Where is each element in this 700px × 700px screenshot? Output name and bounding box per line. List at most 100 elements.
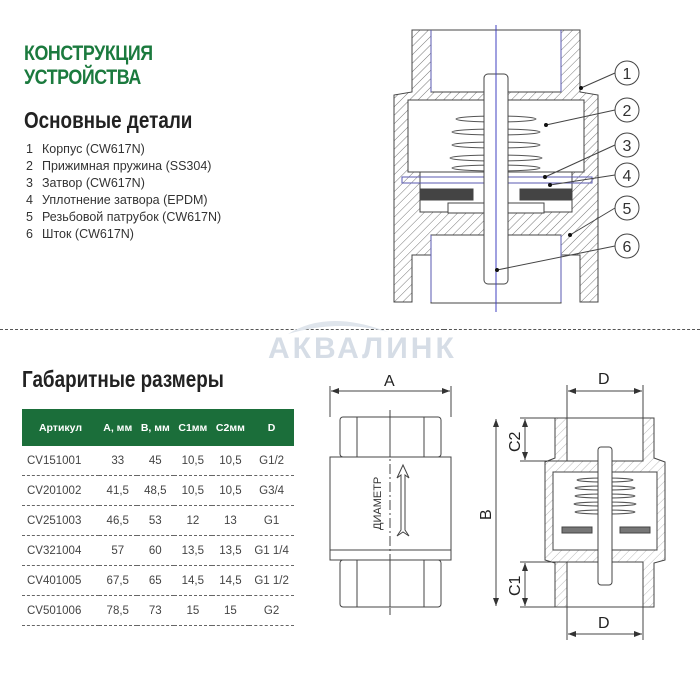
table-cell: CV251003 (22, 505, 99, 536)
part-number: 6 (26, 227, 33, 241)
dim-label-d-top: D (598, 371, 610, 388)
table-cell: G1 1/2 (249, 565, 294, 596)
callouts: 1 2 3 4 56 (495, 60, 640, 272)
divider (0, 329, 444, 330)
part-item: 6 Шток (CW617N) (26, 226, 221, 243)
table-cell: 14,5 (174, 565, 212, 596)
table-cell: 10,5 (211, 446, 250, 476)
table-cell: 57 (98, 535, 137, 566)
column-header: C1мм (174, 409, 212, 446)
leader-line (496, 245, 616, 271)
table-cell: G2 (249, 595, 294, 626)
part-label: Корпус (CW617N) (42, 142, 145, 156)
callout-circle (614, 132, 640, 158)
table-cell: 73 (136, 595, 175, 626)
side-section-view (493, 385, 666, 640)
table-cell: 12 (174, 505, 212, 536)
part-item: 1 Корпус (CW617N) (26, 141, 221, 158)
callout-2: 2 (544, 97, 640, 127)
callout-circle (614, 162, 640, 188)
table-cell: 13 (211, 505, 250, 536)
part-item: 5 Резьбовой патрубок (CW617N) (26, 209, 221, 226)
dim-label-c2: C2 (507, 431, 524, 452)
leader-line (569, 207, 616, 236)
part-item: 3 Затвор (CW617N) (26, 175, 221, 192)
callout-number: 1 (623, 66, 632, 83)
leader-dot (543, 175, 547, 179)
dim-label-a: A (384, 373, 395, 390)
column-header: B, мм (136, 409, 175, 446)
table-cell: 14,5 (211, 565, 250, 596)
table-cell: 67,5 (98, 565, 137, 596)
table-cell: CV501006 (22, 595, 99, 626)
part-label: Прижимная пружина (SS304) (42, 159, 212, 173)
parts-list: 1 Корпус (CW617N) 2 Прижимная пружина (SS30… (26, 141, 221, 243)
table-cell: CV201002 (22, 475, 99, 506)
table-cell: CV401005 (22, 565, 99, 596)
watermark-logo: АКВАЛИНК (268, 320, 457, 364)
part-label: Уплотнение затвора (EPDM) (42, 193, 208, 207)
section-title: КОНСТРУКЦИЯ УСТРОЙСТВА (24, 42, 153, 90)
table-cell: 10,5 (211, 475, 250, 506)
part-number: 3 (26, 176, 33, 190)
part-item: 2 Прижимная пружина (SS304) (26, 158, 221, 175)
callout-3: 3 (543, 132, 640, 179)
table-cell: 13,5 (211, 535, 250, 566)
table-cell: 65 (136, 565, 175, 596)
callout-circle (614, 60, 640, 86)
table-cell: 48,5 (136, 475, 175, 506)
callout-1: 1 (579, 60, 640, 90)
callout-number: 3 (623, 138, 632, 155)
wave-icon (288, 320, 388, 334)
table-cell: 78,5 (98, 595, 137, 626)
leader-dot (495, 268, 499, 272)
callout-circle (614, 97, 640, 123)
table-cell: 53 (136, 505, 175, 536)
leader-line (545, 109, 616, 126)
callout-6: 6 (495, 233, 640, 272)
part-label: Затвор (CW617N) (42, 176, 145, 190)
table-cell: G1 (249, 505, 294, 536)
table-cell: 10,5 (174, 446, 212, 476)
dimensions-heading: Габаритные размеры (22, 366, 224, 392)
callout-number: 4 (623, 168, 632, 185)
column-header: A, мм (98, 409, 137, 446)
part-label: Шток (CW617N) (42, 227, 134, 241)
table-cell: 33 (98, 446, 137, 476)
part-number: 5 (26, 210, 33, 224)
dim-label-b: B (478, 509, 495, 520)
table-cell: 60 (136, 535, 175, 566)
callout-5: 5 (568, 195, 640, 237)
leader-dot (544, 123, 548, 127)
part-label: Резьбовой патрубок (CW617N) (42, 210, 222, 224)
part-number: 2 (26, 159, 33, 173)
callout-number: 2 (623, 103, 632, 120)
callout-4: 4 (548, 162, 640, 188)
leader-dot (579, 86, 583, 90)
table-cell: CV151001 (22, 446, 99, 476)
table-cell: 46,5 (98, 505, 137, 536)
leader-dot (568, 233, 572, 237)
table-cell: 15 (174, 595, 212, 626)
title-line-2: УСТРОЙСТВА (24, 66, 141, 89)
sectional-view (393, 25, 599, 312)
table-cell: 41,5 (98, 475, 137, 506)
table-cell: G1/2 (249, 446, 294, 476)
table-cell: G3/4 (249, 475, 294, 506)
column-header: C2мм (211, 409, 250, 446)
table-cell: CV321004 (22, 535, 99, 566)
front-view (329, 386, 452, 615)
column-header: D (249, 409, 294, 446)
callout-circle (614, 233, 640, 259)
divider (444, 329, 700, 330)
part-number: 1 (26, 142, 33, 156)
leader-line (580, 72, 616, 89)
